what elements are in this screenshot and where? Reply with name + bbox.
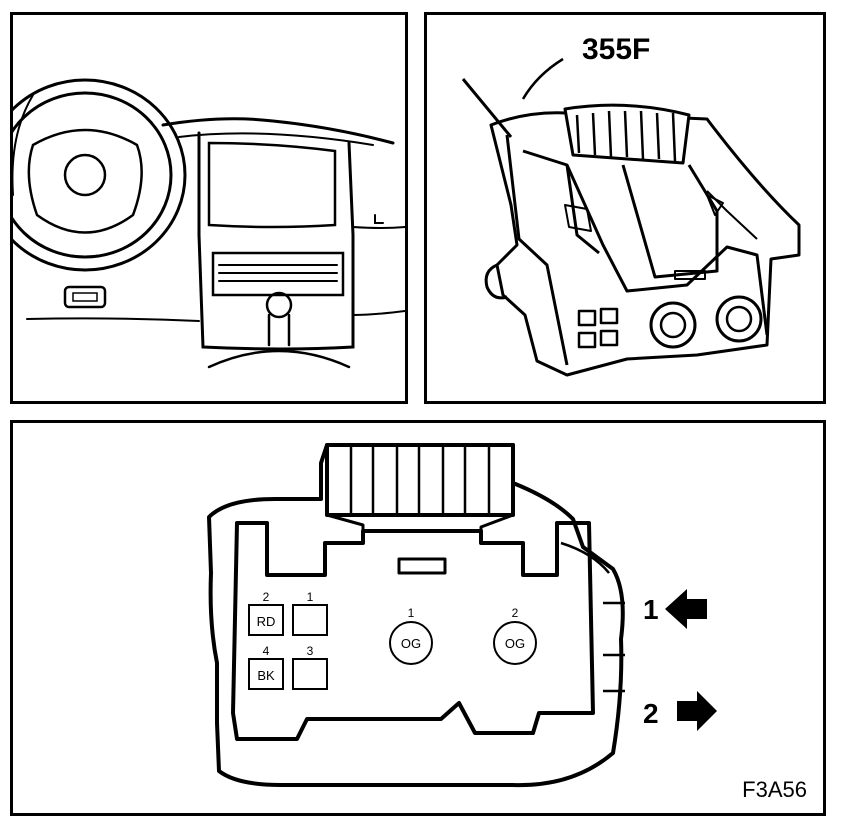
- pin-number: 1: [408, 606, 415, 620]
- connector-face-panel: 2 RD 1 4 BK 3 1 OG 2 OG 1 2 F3A56: [10, 420, 826, 816]
- pin-cavity-1: [292, 604, 328, 636]
- dashboard-location-panel: [10, 12, 408, 404]
- connector-3d-illustration: 355F: [461, 33, 801, 377]
- pin-number: 4: [263, 644, 270, 658]
- arrow-right-icon: [677, 691, 717, 731]
- pin-cavity-large-2: [493, 621, 537, 665]
- pin-number: 2: [263, 590, 270, 604]
- arrow-number: 2: [643, 698, 659, 729]
- pin-number: 2: [512, 606, 519, 620]
- figure-id: F3A56: [742, 777, 807, 802]
- pin-number: 3: [307, 644, 314, 658]
- connector-face-diagram: 2 RD 1 4 BK 3 1 OG 2 OG 1 2 F3A56: [207, 443, 807, 802]
- connector-3d-panel: 355F: [424, 12, 826, 404]
- pin-cavity-4: [248, 658, 284, 690]
- pin-cavity-2: [248, 604, 284, 636]
- wire-color: OG: [505, 636, 525, 651]
- pin-number: 1: [307, 590, 314, 604]
- wire-color: BK: [257, 668, 275, 683]
- arrow-1: 1: [643, 589, 707, 629]
- pin-cavity-3: [292, 658, 328, 690]
- dashboard-illustration: [13, 78, 405, 369]
- wire-color: OG: [401, 636, 421, 651]
- wire-color: RD: [257, 614, 276, 629]
- small-pin-group: 2 RD 1 4 BK 3: [248, 590, 328, 690]
- pin-cavity-large-1: [389, 621, 433, 665]
- large-pin-group: 1 OG 2 OG: [389, 606, 537, 665]
- arrow-left-icon: [665, 589, 707, 629]
- arrow-number: 1: [643, 594, 659, 625]
- connector-label: 355F: [582, 33, 650, 66]
- arrow-2: 2: [643, 691, 717, 731]
